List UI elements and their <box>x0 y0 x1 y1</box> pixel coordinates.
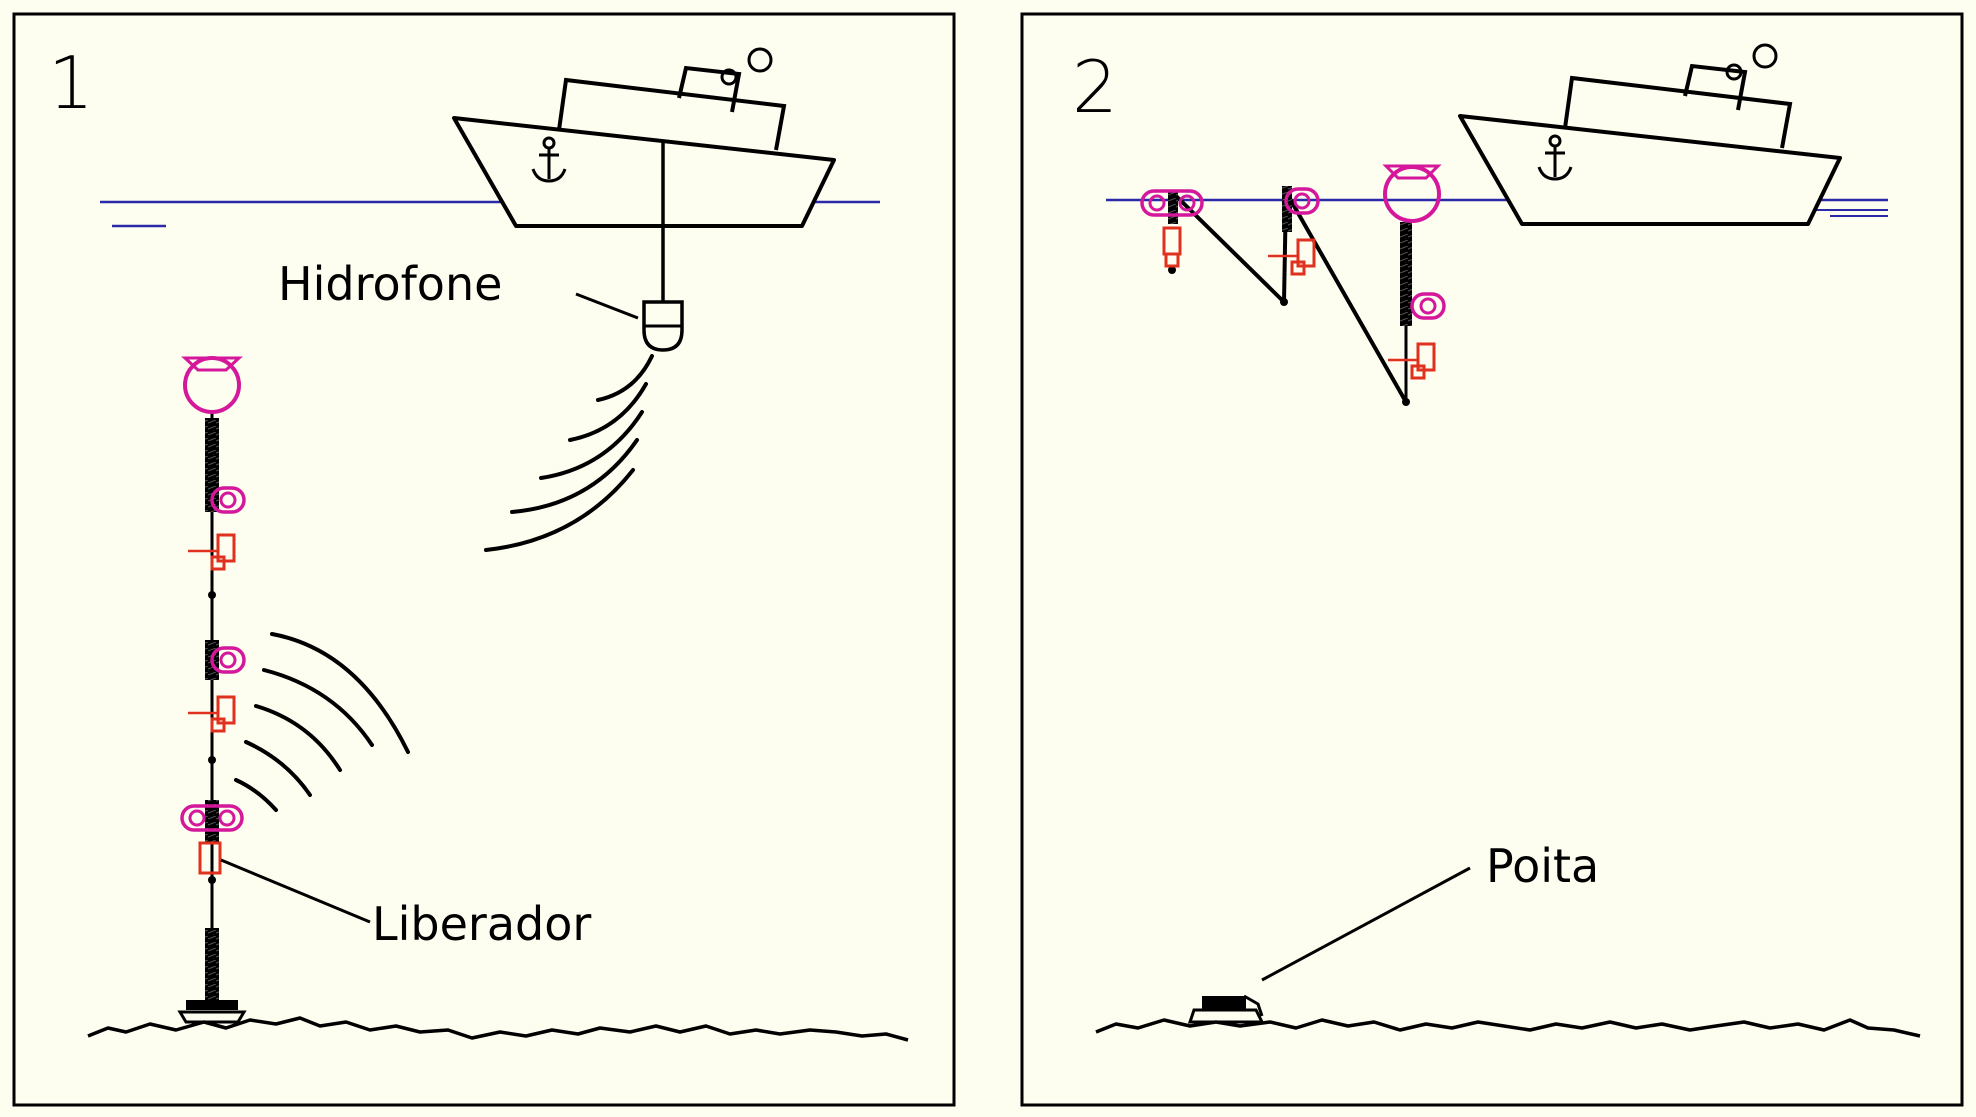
recovered-mooring-line <box>1170 190 1408 403</box>
acoustic-wave-icon <box>234 632 410 812</box>
instrument-icon <box>1162 226 1182 268</box>
instrument-icon <box>1386 342 1436 380</box>
anchor-weight-leader <box>1261 866 1471 982</box>
panel-1-frame <box>12 12 956 1107</box>
release-leader <box>220 858 371 924</box>
anchor-weight-icon <box>1187 994 1265 1024</box>
float-icon <box>1410 292 1446 320</box>
mooring-weight-icon <box>177 1000 247 1024</box>
hydrophone-label: Hidrofone <box>278 257 502 311</box>
bubble-icon <box>747 47 773 73</box>
bubble-icon <box>720 68 738 86</box>
panel-2-frame <box>1020 12 1964 1107</box>
seabed-line <box>1095 1018 1921 1038</box>
rope-segment <box>1400 222 1412 326</box>
anchor-weight-label: Poita <box>1486 839 1599 893</box>
ship-icon <box>1458 64 1842 226</box>
buoy-icon <box>181 356 243 414</box>
panel-2-number: 2 <box>1072 45 1118 129</box>
seabed-line <box>87 1016 909 1042</box>
ship-icon <box>452 66 836 228</box>
acoustic-wave-icon <box>484 354 654 552</box>
instrument-icon <box>1266 238 1316 276</box>
hydrophone-leader <box>575 292 639 320</box>
hydrophone-icon <box>642 300 684 352</box>
acoustic-release-icon <box>198 841 222 875</box>
panel-1: 1 Hidrofone <box>12 12 956 1107</box>
panel-2: 2 <box>1020 12 1964 1107</box>
rope-segment <box>1168 190 1178 224</box>
buoy-icon <box>1382 164 1442 223</box>
bubble-icon <box>1725 63 1743 81</box>
panel-1-number: 1 <box>48 41 94 125</box>
release-label: Liberador <box>372 897 591 951</box>
bubble-icon <box>1752 43 1778 69</box>
